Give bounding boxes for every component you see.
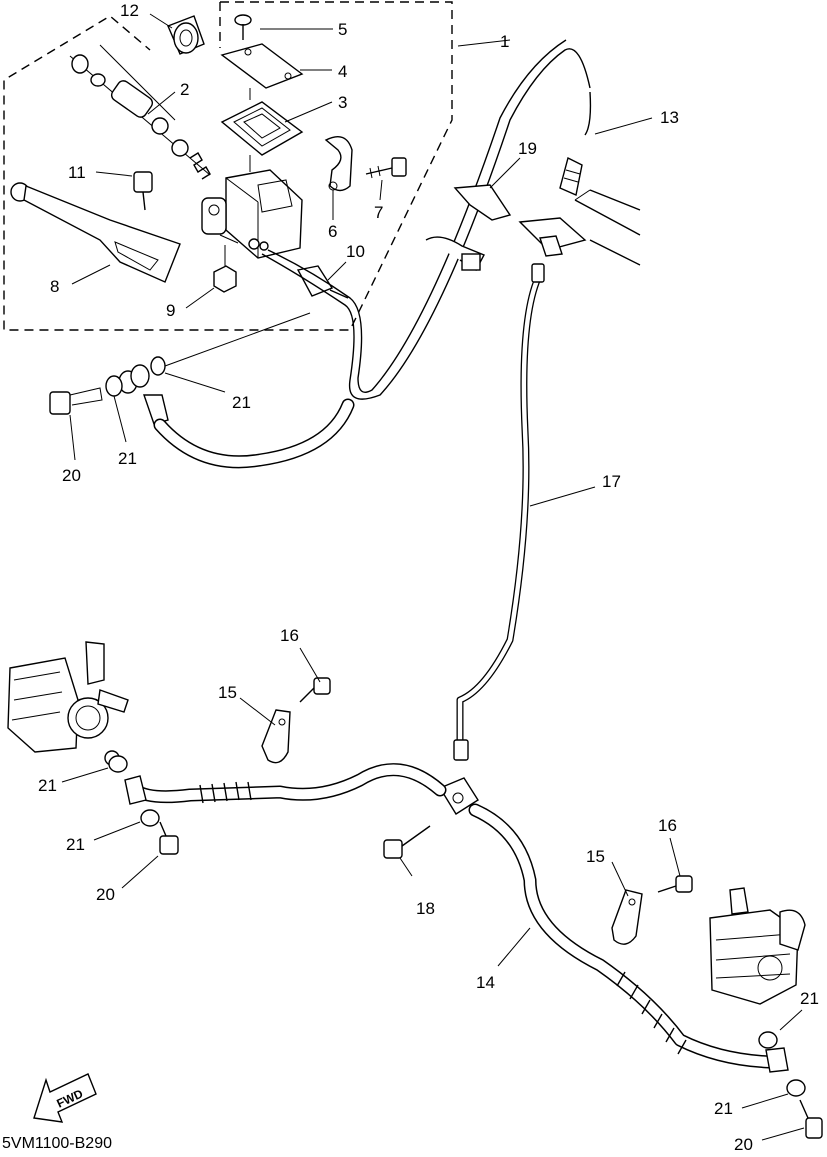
clip-bolt-left xyxy=(299,677,331,703)
hose-clip-left xyxy=(261,709,291,764)
upper-banjo-fitting xyxy=(118,356,355,469)
callout-5: 5 xyxy=(338,20,347,39)
copper-washer-left-upper xyxy=(108,755,128,773)
right-caliper xyxy=(709,887,806,1005)
callout-21-c: 21 xyxy=(38,776,57,795)
callout-12: 12 xyxy=(120,1,139,20)
callout-21-f: 21 xyxy=(714,1099,733,1118)
clip-bolt-right xyxy=(657,875,693,893)
copper-washer-right-upper xyxy=(758,1031,778,1049)
callout-10: 10 xyxy=(346,242,365,261)
lower-brake-hose xyxy=(124,763,789,1073)
left-caliper xyxy=(7,641,129,766)
master-cylinder-body xyxy=(201,169,303,259)
callout-19: 19 xyxy=(518,139,537,158)
callout-16-a: 16 xyxy=(280,626,299,645)
screw-part xyxy=(234,14,252,40)
holder-part xyxy=(324,136,353,192)
copper-washer-left-lower xyxy=(140,809,160,827)
boot-part xyxy=(167,15,205,55)
hose-clamp-part xyxy=(425,184,512,271)
diaphragm-part xyxy=(220,101,304,172)
joint-bolt-part xyxy=(383,825,431,859)
callout-15-b: 15 xyxy=(586,847,605,866)
leader-lines xyxy=(61,13,805,1141)
callout-20-c: 20 xyxy=(734,1135,753,1152)
upper-brake-hose xyxy=(559,91,592,196)
diagram-code: 5VM1100-B290 xyxy=(2,1135,112,1152)
callout-11: 11 xyxy=(68,163,86,182)
reservoir-cap-part xyxy=(220,43,304,100)
callout-15-a: 15 xyxy=(218,683,237,702)
union-bolt-left xyxy=(159,821,179,855)
callout-4: 4 xyxy=(338,62,347,81)
callout-16-b: 16 xyxy=(658,816,677,835)
brake-pipe-part xyxy=(453,263,545,761)
callout-17: 17 xyxy=(602,472,621,491)
callout-3: 3 xyxy=(338,93,347,112)
callout-labels: 12 5 4 3 2 11 6 7 8 9 10 1 13 19 21 21 2… xyxy=(38,1,819,1154)
holder-bolt-part xyxy=(365,157,407,179)
master-cylinder-assembly-outline xyxy=(3,1,453,331)
nut-part xyxy=(213,245,237,293)
piston-kit-part xyxy=(69,44,211,180)
callout-20-b: 20 xyxy=(96,885,115,904)
callout-18: 18 xyxy=(416,899,435,918)
three-way-joint xyxy=(438,777,479,815)
switch-cable-inner xyxy=(267,39,567,393)
switch-cable xyxy=(261,48,591,400)
callout-20-a: 20 xyxy=(62,466,81,485)
pivot-bolt-part xyxy=(133,171,153,211)
hose-clip-right xyxy=(611,889,643,945)
callout-9: 9 xyxy=(166,301,175,320)
frame-bracket xyxy=(518,189,641,266)
union-bolt-right xyxy=(799,1099,823,1139)
brake-switch-part xyxy=(296,265,349,299)
callout-21-b: 21 xyxy=(118,449,137,468)
copper-washer-upper xyxy=(105,375,123,397)
callout-2: 2 xyxy=(180,80,189,99)
forward-arrow-icon: FWD xyxy=(33,1073,97,1123)
callout-7: 7 xyxy=(374,203,383,222)
callout-13: 13 xyxy=(660,108,679,127)
brake-lever-part xyxy=(10,182,181,283)
callout-21-a: 21 xyxy=(232,393,251,412)
callout-14: 14 xyxy=(476,973,495,992)
callout-1: 1 xyxy=(500,32,509,51)
copper-washer-right-lower xyxy=(786,1079,806,1097)
callout-21-e: 21 xyxy=(800,989,819,1008)
callout-6: 6 xyxy=(328,222,337,241)
callout-21-d: 21 xyxy=(66,835,85,854)
callout-8: 8 xyxy=(50,277,59,296)
union-bolt-upper xyxy=(49,387,103,415)
